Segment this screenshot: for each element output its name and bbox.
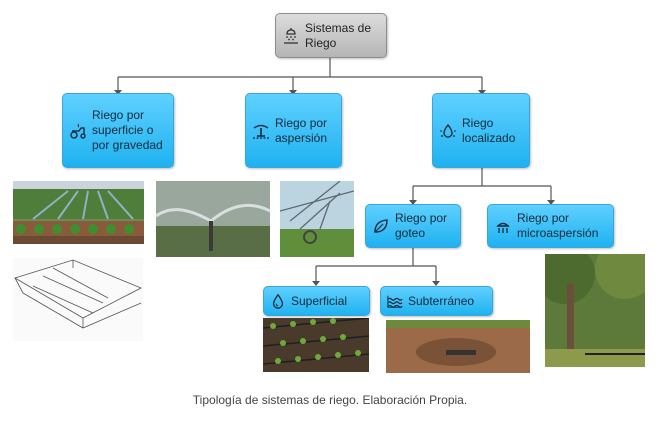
root-label: Sistemas de Riego <box>305 20 372 50</box>
sprinkler-icon <box>252 122 270 140</box>
node-label: Riego por microaspersión <box>517 211 599 240</box>
node-label: Subterráneo <box>408 293 475 308</box>
root-node: Sistemas de Riego <box>275 13 387 58</box>
node-label: Riego por aspersión <box>275 115 328 145</box>
drip-icon <box>439 122 457 140</box>
node-riego-microaspersion: Riego por microaspersión <box>487 204 614 248</box>
furrow-irrigation-photo <box>13 181 144 244</box>
node-riego-localizado: Riego localizado <box>432 93 530 168</box>
node-riego-aspersion: Riego por aspersión <box>245 93 342 168</box>
sprinkler-photo <box>156 181 270 257</box>
node-label: Superficial <box>291 293 348 308</box>
node-riego-superficie: Riego por superficie o por gravedad <box>62 93 174 168</box>
node-superficial: Superficial <box>263 286 370 316</box>
node-riego-goteo: Riego por goteo <box>365 204 461 248</box>
microsprinkler-tree-photo <box>545 254 645 367</box>
node-subterraneo: Subterráneo <box>380 286 493 316</box>
water-waves-icon <box>387 293 403 309</box>
node-label: Riego por superficie o por gravedad <box>92 108 163 152</box>
figure-caption: Tipología de sistemas de riego. Elaborac… <box>192 393 468 407</box>
gravity-channel-sketch <box>13 258 143 341</box>
irrigation-system-icon <box>282 27 300 45</box>
node-label: Riego localizado <box>462 115 516 145</box>
water-drop-icon <box>270 293 286 309</box>
subsurface-drip-photo <box>386 320 530 373</box>
leaf-drop-icon <box>372 217 390 235</box>
center-pivot-photo <box>280 181 354 257</box>
tractor-icon <box>69 122 87 140</box>
surface-drip-photo <box>263 318 369 372</box>
micro-sprinkler-icon <box>494 217 512 235</box>
node-label: Riego por goteo <box>395 211 448 240</box>
